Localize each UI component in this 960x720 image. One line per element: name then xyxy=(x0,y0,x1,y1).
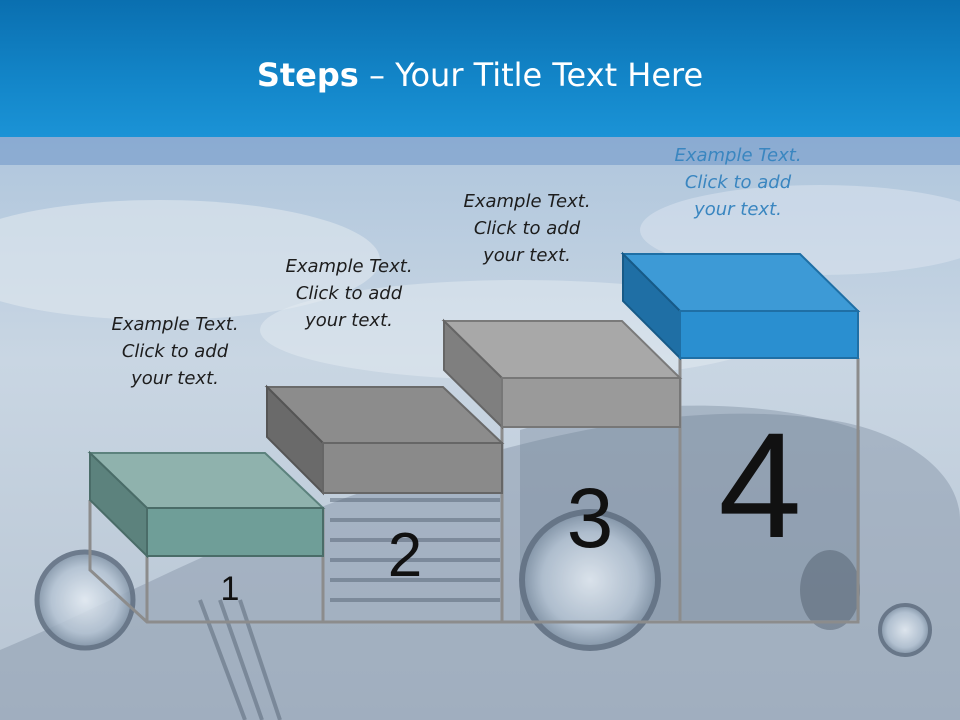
step-2-block[interactable] xyxy=(264,384,505,496)
step-2-line-3: your text. xyxy=(305,310,393,331)
step-3-line-1: Example Text. xyxy=(463,191,591,212)
step-3-block[interactable] xyxy=(441,318,683,430)
step-4-line-1: Example Text. xyxy=(674,145,802,166)
step-1-number: 1 xyxy=(220,570,240,608)
title-bold: Steps xyxy=(256,56,359,94)
step-4-block[interactable] xyxy=(620,251,861,361)
step-3-line-2: Click to add xyxy=(473,218,581,239)
step-2-text[interactable]: Example Text. Click to add your text. xyxy=(264,253,434,334)
step-3-line-3: your text. xyxy=(483,245,571,266)
step-2-line-1: Example Text. xyxy=(285,256,413,277)
step-4-number: 4 xyxy=(718,401,802,569)
step-3-number: 3 xyxy=(566,471,614,565)
step-4-line-2: Click to add xyxy=(684,172,792,193)
title-rest: – Your Title Text Here xyxy=(358,56,704,94)
step-1-line-1: Example Text. xyxy=(111,314,239,335)
step-1-text[interactable]: Example Text. Click to add your text. xyxy=(90,311,260,392)
step-4-line-3: your text. xyxy=(694,199,782,220)
step-3-text[interactable]: Example Text. Click to add your text. xyxy=(442,188,612,269)
step-1-line-2: Click to add xyxy=(121,341,229,362)
step-1-block[interactable] xyxy=(87,450,326,559)
step-2-number: 2 xyxy=(387,521,423,590)
title-bar xyxy=(0,0,960,137)
step-2-line-2: Click to add xyxy=(295,283,403,304)
header-strip xyxy=(0,137,960,165)
step-1-line-3: your text. xyxy=(131,368,219,389)
step-4-text[interactable]: Example Text. Click to add your text. xyxy=(653,142,823,223)
slide-title[interactable]: Steps – Your Title Text Here xyxy=(0,56,960,94)
